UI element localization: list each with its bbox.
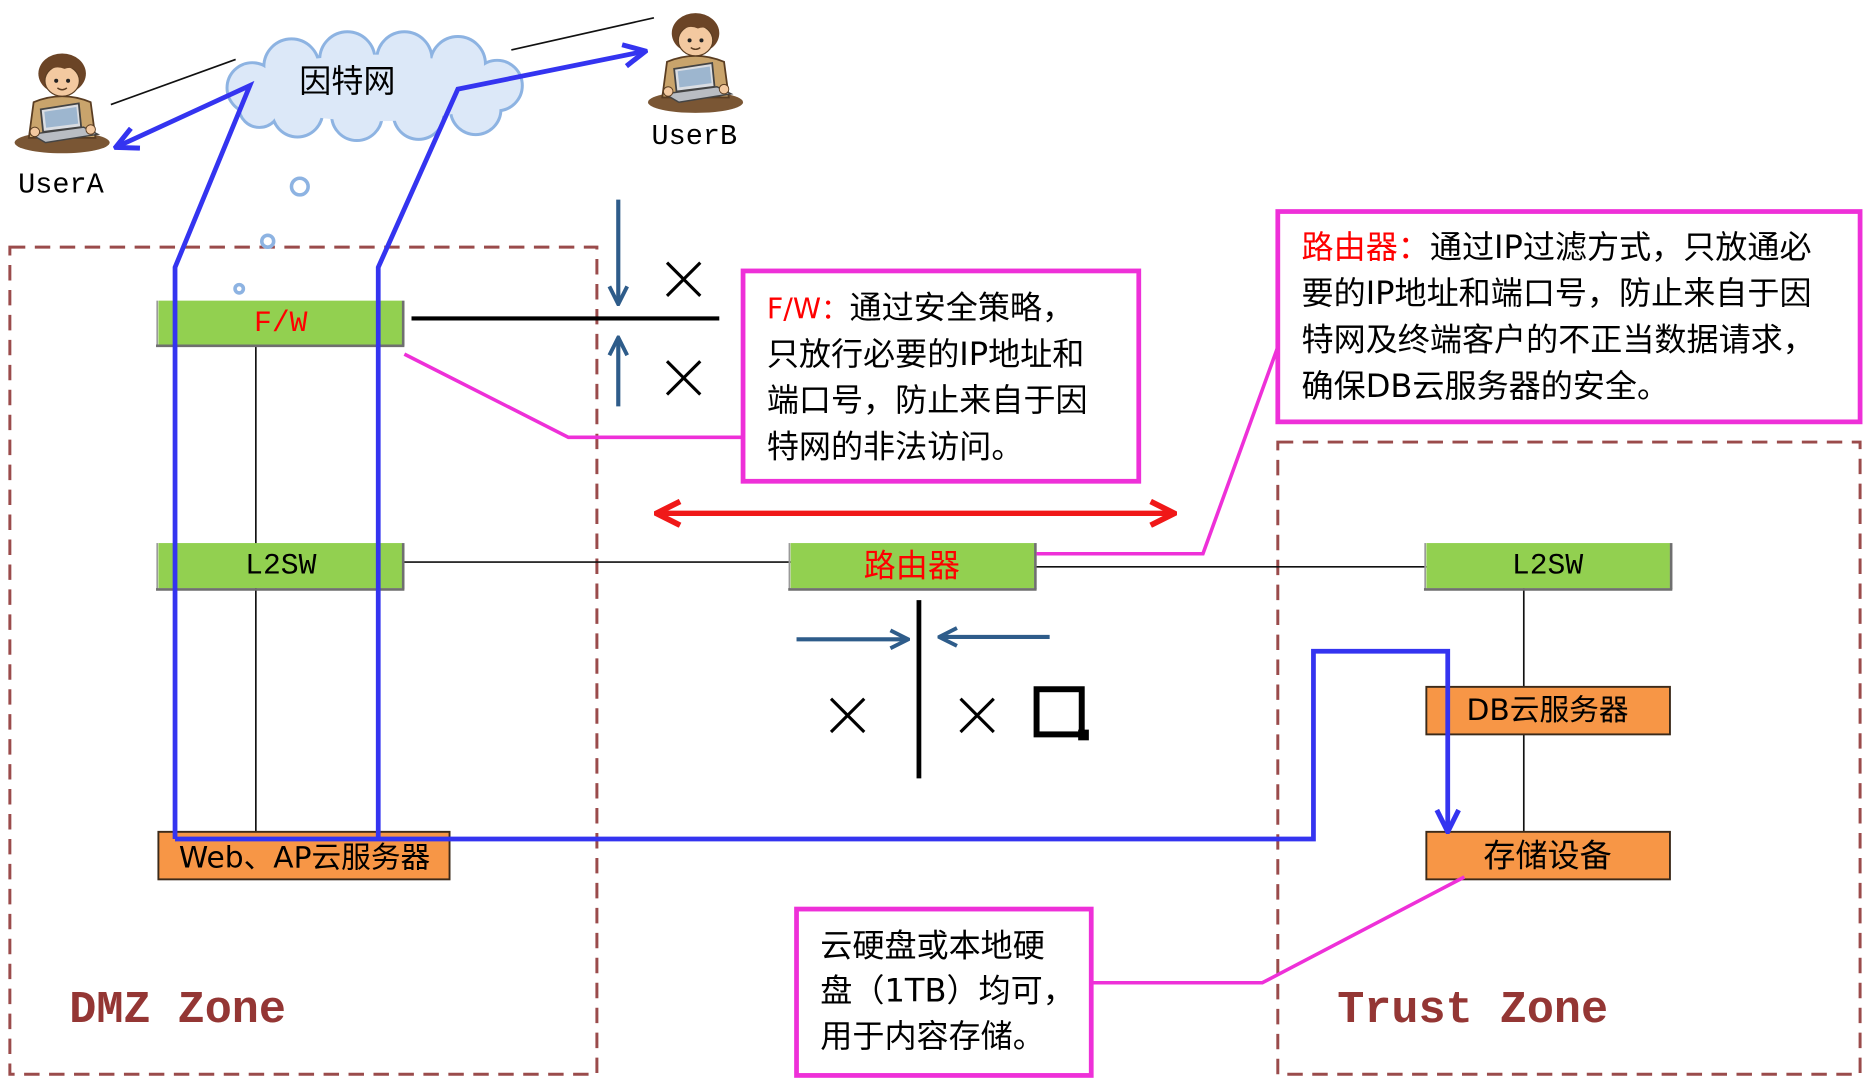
router-device — [788, 543, 1037, 591]
user-a-label: UserA — [18, 169, 104, 202]
firewall-callout-text: 通过安全策略， — [850, 288, 1075, 326]
trust-zone-label: Trust Zone — [1337, 984, 1608, 1036]
usera-internet-link — [110, 58, 236, 106]
trust-switch-bar — [1426, 543, 1670, 589]
trust-switch-label: L2SW — [1512, 549, 1583, 583]
storage-device — [1425, 830, 1671, 881]
firewall-callout-line: 只放行必要的IP地址和 — [767, 335, 1085, 373]
cloud-body — [228, 33, 521, 140]
router-callout-prefix: 路由器： — [1302, 228, 1430, 266]
router-callout-text: 通过IP过滤方式，只放通必 — [1430, 228, 1812, 266]
user-b-avatar-icon — [647, 12, 744, 114]
blocked-x-icon — [665, 360, 702, 396]
dmz-switch-device — [156, 543, 405, 591]
storage-callout-leader — [1091, 875, 1466, 985]
firewall-bar — [158, 300, 403, 345]
internet-userb-link — [511, 17, 655, 51]
internet-label: 因特网 — [299, 62, 395, 100]
user-b-label: UserB — [652, 120, 738, 153]
router-callout: 路由器：通过IP过滤方式，只放通必 要的IP地址和端口号，防止来自于因 特网及终… — [1275, 209, 1863, 425]
router-callout-line: 要的IP地址和端口号，防止来自于因 — [1302, 274, 1812, 312]
firewall-callout: F/W：通过安全策略， 只放行必要的IP地址和 端口号，防止来自于因 特网的非法… — [740, 268, 1142, 484]
blocked-x-icon — [829, 697, 866, 734]
firewall-callout-line: F/W：通过安全策略， — [767, 288, 1074, 326]
storage-callout-box — [794, 906, 1094, 1078]
internet-cloud-icon: 因特网 — [225, 30, 524, 143]
thought-bubble-medium — [260, 233, 276, 249]
dmz-switch-label: L2SW — [245, 549, 316, 583]
router-callout-line: 确保DB云服务器的安全。 — [1302, 367, 1670, 405]
storage-bar — [1425, 830, 1671, 881]
storage-callout-line: 盘（1TB）均可， — [820, 972, 1074, 1010]
firewall-callout-leader — [403, 352, 744, 440]
router-label: 路由器 — [864, 547, 960, 585]
dmz-zone-boundary — [8, 245, 599, 1076]
flow-to-usera — [116, 80, 255, 839]
router-callout-line: 特网及终端客户的不正当数据请求， — [1302, 321, 1815, 359]
square-outline-icon — [1033, 686, 1089, 741]
router-callout-box — [1275, 209, 1863, 425]
storage-callout: 云硬盘或本地硬 盘（1TB）均可， 用于内容存储。 — [794, 906, 1094, 1078]
user-a-avatar-icon — [13, 52, 111, 155]
firewall-callout-line: 特网的非法访问。 — [767, 428, 1024, 466]
db-server-label: DB云服务器 — [1467, 693, 1629, 728]
router-bar — [790, 543, 1035, 589]
dmz-zone-label: DMZ Zone — [69, 984, 286, 1036]
router-callout-leader — [1036, 346, 1280, 556]
firewall-callout-prefix: F/W： — [767, 292, 850, 325]
trust-zone-boundary — [1276, 440, 1862, 1076]
thought-bubble-large — [289, 176, 310, 197]
blocked-x-icon — [959, 697, 995, 734]
firewall-callout-line: 端口号，防止来自于因 — [767, 381, 1088, 419]
thought-bubble-small — [233, 282, 246, 295]
firewall-device — [156, 300, 405, 348]
storage-callout-line: 用于内容存储。 — [820, 1017, 1045, 1055]
firewall-callout-box — [740, 268, 1142, 484]
trust-switch-device — [1423, 543, 1673, 591]
blocked-x-icon — [665, 261, 702, 297]
flow-to-userb — [375, 51, 645, 839]
flow-to-storage — [175, 648, 1448, 842]
router-callout-line: 路由器：通过IP过滤方式，只放通必 — [1302, 228, 1812, 266]
db-server-device — [1425, 685, 1671, 736]
web-ap-server-label: Web、AP云服务器 — [179, 840, 430, 875]
storage-label: 存储设备 — [1483, 837, 1611, 875]
db-server-bar — [1425, 685, 1671, 736]
dmz-switch-bar — [158, 543, 403, 589]
firewall-label: F/W — [254, 306, 308, 340]
storage-callout-line: 云硬盘或本地硬 — [820, 927, 1045, 965]
